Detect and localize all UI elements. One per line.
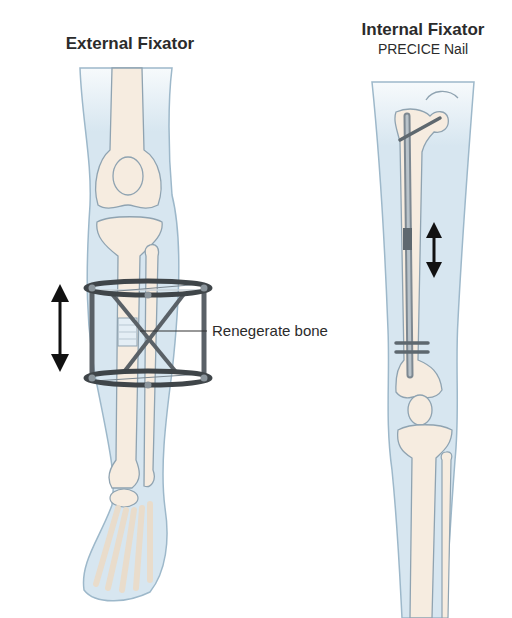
nail-actuator [403,228,412,250]
heading: External Fixator [40,34,220,54]
femur [96,68,161,208]
locking-screw [400,118,440,140]
patella [408,395,432,425]
locking-screw [396,350,428,354]
leg-skin [80,68,179,601]
strut [112,294,176,372]
fibula [441,452,452,618]
tibia [97,217,162,488]
leader-line [140,330,207,331]
tibia [398,425,452,618]
leg-skin [372,82,474,618]
lengthening-arrow [51,284,69,372]
strut [124,294,184,372]
leg-left [80,68,179,601]
external-fixator [86,281,210,389]
part-label: Renegerate bone [212,322,328,340]
femur [395,109,448,398]
locking-screw [396,341,428,345]
strut [90,292,95,376]
wire [94,374,202,381]
patella [113,157,143,195]
acetabulum [426,91,458,100]
strut [202,292,207,376]
lengthening-arrow [426,222,442,278]
heading: Internal Fixator [338,20,508,40]
leg-right [372,82,474,618]
talus [110,489,138,507]
subheading: PRECICE Nail [338,41,508,58]
